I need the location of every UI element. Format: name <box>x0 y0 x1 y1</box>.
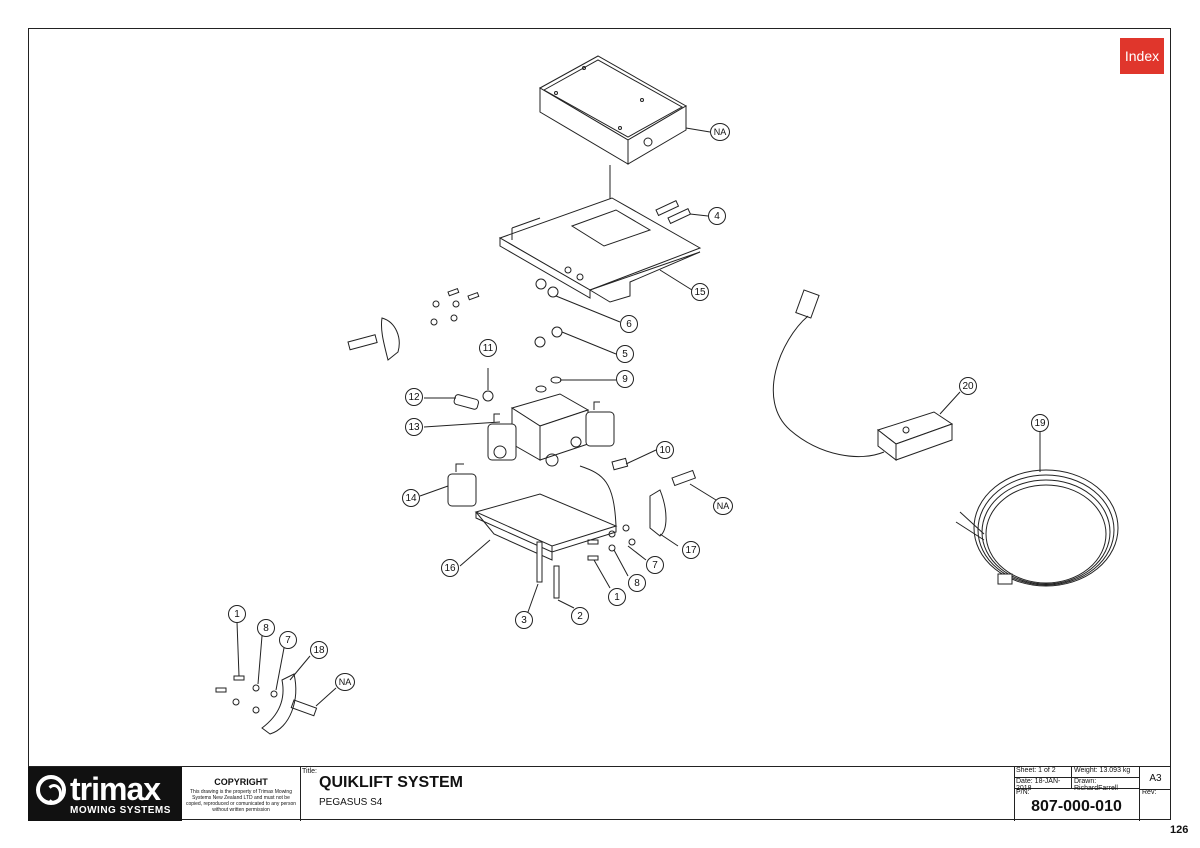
callout-4: 4 <box>708 207 726 225</box>
callout-7: 7 <box>279 631 297 649</box>
lower-left-bracket <box>215 673 318 735</box>
callout-19: 19 <box>1031 414 1049 432</box>
callout-20: 20 <box>959 377 977 395</box>
callout-1: 1 <box>608 588 626 606</box>
copyright-cell: COPYRIGHT This drawing is the property o… <box>182 767 301 821</box>
part-number-label: P/N: <box>1016 789 1030 796</box>
harness-20 <box>772 289 954 462</box>
callout-11: 11 <box>479 339 497 357</box>
callout-6: 6 <box>620 315 638 333</box>
part-number-cell: P/N: 807-000-010 <box>1014 789 1140 821</box>
callout-17: 17 <box>682 541 700 559</box>
revision-label: Rev: <box>1142 789 1157 796</box>
upper-left-bracket <box>347 287 480 361</box>
callout-15: 15 <box>691 283 709 301</box>
drawing-title: QUIKLIFT SYSTEM <box>319 774 463 791</box>
tray-16 <box>474 465 618 561</box>
logo-subtitle: MOWING SYSTEMS <box>70 805 171 816</box>
index-button[interactable]: Index <box>1120 38 1164 74</box>
trimax-swirl-icon <box>36 775 66 805</box>
title-cell: Title: QUIKLIFT SYSTEM PEGASUS S4 <box>300 767 1015 821</box>
drawn-by-info: Drawn: RichardFarrell <box>1072 778 1140 792</box>
company-logo: trimax MOWING SYSTEMS <box>28 767 182 821</box>
weight-info: Weight: 13.093 kg <box>1072 767 1140 778</box>
callout-9: 9 <box>616 370 634 388</box>
callout-2: 2 <box>571 607 589 625</box>
callout-8: 8 <box>628 574 646 592</box>
callout-5: 5 <box>616 345 634 363</box>
drawing-subtitle: PEGASUS S4 <box>319 797 383 808</box>
valve-block <box>487 393 615 467</box>
sheet-info: Sheet: 1 of 2 <box>1014 767 1072 778</box>
callout-na: NA <box>713 497 733 515</box>
cable-coil-19 <box>955 469 1119 587</box>
callout-3: 3 <box>515 611 533 629</box>
copyright-heading: COPYRIGHT <box>214 777 268 787</box>
title-label: Title: <box>302 768 317 775</box>
title-block: trimax MOWING SYSTEMS COPYRIGHT This dra… <box>28 766 1171 821</box>
bolts-4 <box>655 200 692 225</box>
callout-8: 8 <box>257 619 275 637</box>
callout-18: 18 <box>310 641 328 659</box>
copyright-text: This drawing is the property of Trimax M… <box>185 789 297 813</box>
callout-13: 13 <box>405 418 423 436</box>
callout-14: 14 <box>402 489 420 507</box>
mounting-plate <box>498 197 702 303</box>
sheet-size: A3 <box>1140 767 1171 790</box>
callout-1: 1 <box>228 605 246 623</box>
callout-16: 16 <box>441 559 459 577</box>
date-info: Date: 18-JAN-2018 <box>1014 778 1072 792</box>
page-number: 126 <box>1170 824 1189 836</box>
logo-brand: trimax <box>70 771 161 807</box>
controller-enclosure <box>538 55 688 165</box>
callout-7: 7 <box>646 556 664 574</box>
callout-na: NA <box>710 123 730 141</box>
part-number: 807-000-010 <box>1031 798 1122 815</box>
callout-10: 10 <box>656 441 674 459</box>
callout-12: 12 <box>405 388 423 406</box>
callout-na: NA <box>335 673 355 691</box>
drawing-frame <box>28 28 1171 820</box>
